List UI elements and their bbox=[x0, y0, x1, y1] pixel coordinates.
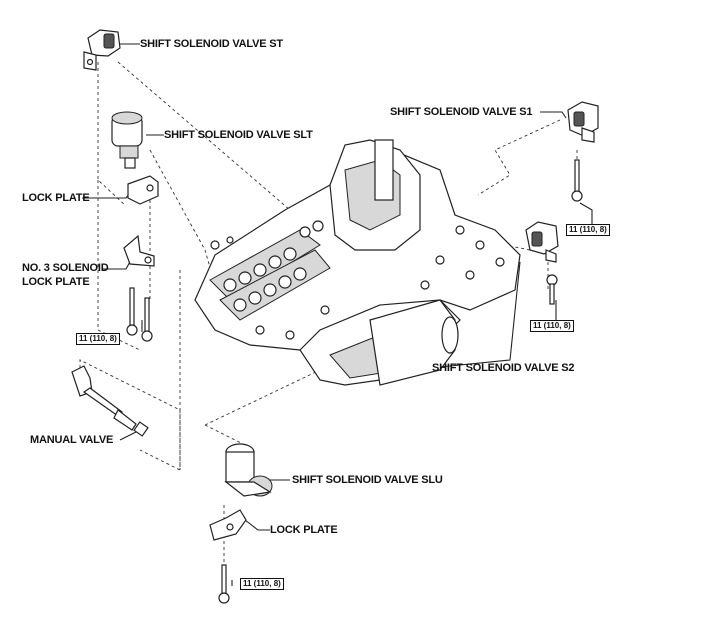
torque-bottom: 11 (110, 8) bbox=[240, 578, 284, 590]
label-no3-line1: NO. 3 SOLENOID bbox=[22, 262, 109, 274]
label-s2: SHIFT SOLENOID VALVE S2 bbox=[432, 362, 575, 374]
label-manual-valve: MANUAL VALVE bbox=[30, 434, 114, 446]
bottom-bolt bbox=[218, 564, 230, 604]
s2-bolt bbox=[546, 274, 558, 305]
plate-holes bbox=[210, 225, 505, 340]
valve-body bbox=[194, 139, 521, 386]
solenoid-s1 bbox=[567, 101, 599, 143]
s1-bolt bbox=[571, 159, 583, 202]
manual-valve-part bbox=[71, 365, 149, 437]
spool-valves bbox=[209, 220, 331, 321]
solenoid-s2 bbox=[525, 221, 559, 263]
label-lock-plate-upper: LOCK PLATE bbox=[22, 192, 90, 204]
label-s1: SHIFT SOLENOID VALVE S1 bbox=[390, 106, 533, 118]
lock-plate-lower bbox=[209, 509, 247, 541]
label-lock-plate-lower: LOCK PLATE bbox=[270, 524, 338, 536]
lock-plate-upper bbox=[127, 175, 159, 205]
left-bolts bbox=[126, 287, 153, 342]
label-slt: SHIFT SOLENOID VALVE SLT bbox=[164, 129, 313, 141]
torque-s1: 11 (110, 8) bbox=[566, 224, 610, 236]
solenoid-slt bbox=[111, 111, 143, 169]
label-no3-line2: LOCK PLATE bbox=[22, 276, 90, 288]
torque-left: 11 (110, 8) bbox=[76, 333, 120, 345]
label-slu: SHIFT SOLENOID VALVE SLU bbox=[292, 474, 443, 486]
torque-s2: 11 (110, 8) bbox=[530, 320, 574, 332]
label-st: SHIFT SOLENOID VALVE ST bbox=[140, 38, 283, 50]
solenoid-slu bbox=[224, 443, 273, 497]
solenoid-st bbox=[83, 29, 121, 71]
no3-lock-plate bbox=[123, 234, 155, 267]
